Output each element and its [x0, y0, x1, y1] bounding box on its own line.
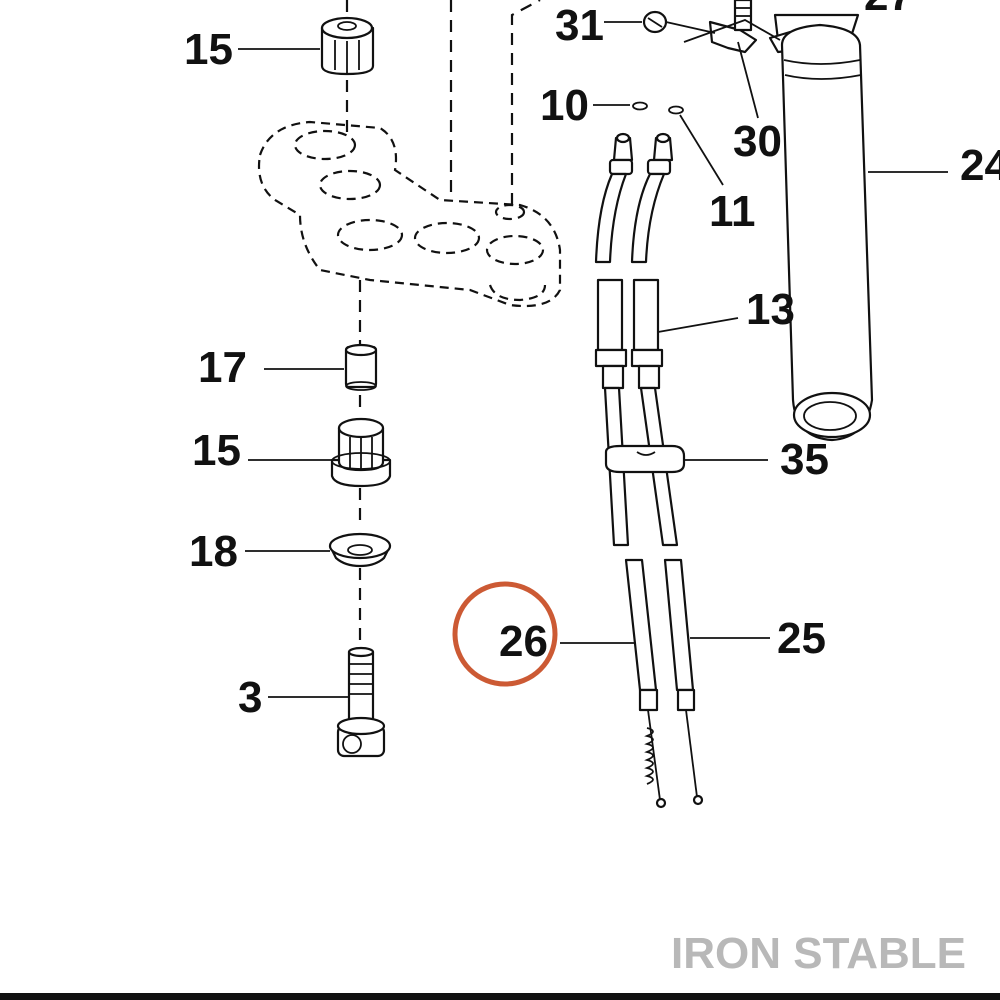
part-15-top-bushing [320, 16, 375, 76]
part-25-cable [663, 558, 704, 806]
callout-26: 26 [499, 617, 548, 666]
part-30-adjuster [708, 0, 758, 54]
leader-lines [238, 19, 948, 698]
callout-30: 30 [733, 117, 782, 166]
part-11-clip [668, 105, 684, 115]
callout-10: 10 [540, 81, 589, 130]
callout-18: 18 [189, 527, 238, 576]
callout-3: 3 [238, 673, 262, 722]
part-13-cable-ends [594, 132, 679, 547]
part-31-cap [642, 10, 668, 34]
callout-24: 24 [960, 141, 1000, 190]
assembly-lines [345, 0, 541, 645]
triple-clamp [257, 120, 562, 308]
callout-31: 31 [555, 1, 604, 50]
callout-15-top: 15 [184, 25, 233, 74]
callouts: 15 31 27 10 30 11 24 13 17 15 35 18 26 2… [184, 0, 1000, 722]
callout-17: 17 [198, 343, 247, 392]
part-17-spacer [344, 343, 378, 391]
part-15-bushing [330, 417, 392, 488]
callout-27: 27 [864, 0, 913, 20]
callout-25: 25 [777, 614, 826, 663]
part-26-cable [624, 558, 667, 809]
part-18-washer [328, 532, 392, 568]
brand-watermark: IRON STABLE [671, 929, 966, 978]
bottom-border [0, 993, 1000, 1000]
callout-15: 15 [192, 426, 241, 475]
callout-35: 35 [780, 435, 829, 484]
highlight-circle [452, 581, 558, 687]
callout-13: 13 [746, 285, 795, 334]
callout-11: 11 [709, 187, 756, 236]
part-10-clip [632, 101, 648, 111]
part-24-grip [780, 23, 874, 442]
part-35-cable-clip [604, 444, 686, 474]
part-3-bolt [336, 646, 386, 758]
